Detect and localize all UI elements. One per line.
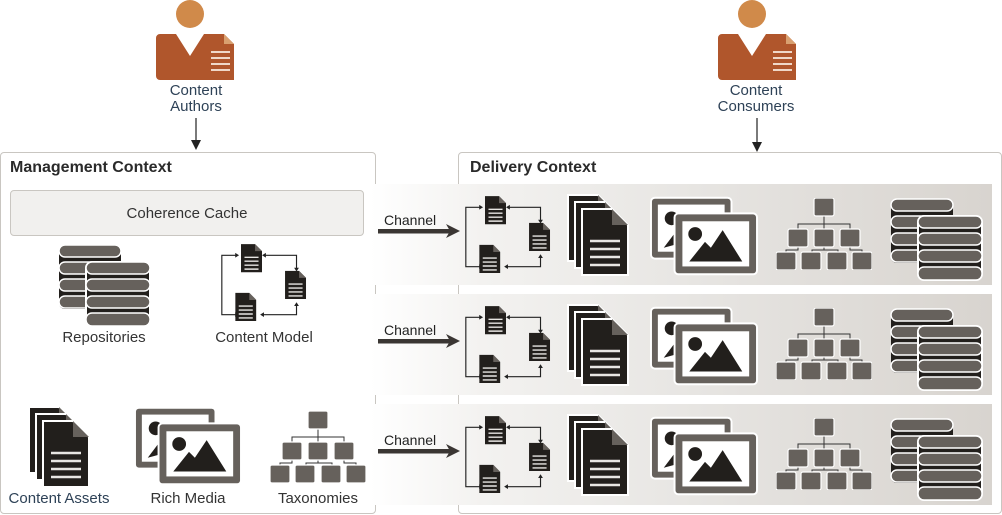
user-document-icon: [718, 0, 798, 80]
management-context-title: Management Context: [10, 159, 172, 176]
documents-icon: [566, 303, 630, 387]
images-icon: [650, 306, 758, 386]
channel-label: Channel: [384, 212, 437, 228]
documents-icon: [27, 405, 91, 489]
delivery-context-title: Delivery Context: [470, 159, 597, 176]
actor-label-consumers: Content Consumers: [706, 83, 806, 115]
actor-label-authors: Content Authors: [146, 83, 246, 115]
coherence-cache-box: Coherence Cache: [10, 190, 364, 236]
content-model-icon: [218, 242, 308, 326]
taxonomy-icon: [776, 198, 872, 270]
images-icon: [650, 416, 758, 496]
repositories-label: Repositories: [62, 329, 146, 346]
channel-label: Channel: [384, 432, 437, 448]
images-icon: [134, 406, 242, 486]
actor-label-line: Consumers: [717, 98, 795, 115]
actor-content-authors: [156, 0, 236, 80]
database-icon: [890, 198, 984, 282]
channel-arrow-icon: [378, 334, 462, 348]
documents-icon: [566, 193, 630, 277]
arrow-down-icon: [191, 118, 201, 150]
database-icon: [58, 244, 152, 328]
content-model-icon: [462, 414, 552, 498]
documents-icon: [566, 413, 630, 497]
content-model-label: Content Model: [215, 329, 313, 346]
taxonomy-icon: [776, 418, 872, 490]
content-model-icon: [462, 194, 552, 278]
arrow-down-icon: [752, 118, 762, 152]
actor-label-line: Content: [729, 82, 783, 99]
coherence-cache-label: Coherence Cache: [126, 204, 248, 222]
taxonomy-icon: [270, 407, 366, 487]
database-icon: [890, 418, 984, 502]
database-icon: [890, 308, 984, 392]
channel-label: Channel: [384, 322, 437, 338]
actor-label-line: Authors: [170, 98, 222, 115]
content-assets-label: Content Assets: [8, 490, 110, 507]
content-model-icon: [462, 304, 552, 388]
actor-content-consumers: [718, 0, 798, 80]
actor-label-line: Content: [169, 82, 223, 99]
rich-media-label: Rich Media: [150, 490, 226, 507]
channel-arrow-icon: [378, 224, 462, 238]
user-document-icon: [156, 0, 236, 80]
channel-arrow-icon: [378, 444, 462, 458]
taxonomies-label: Taxonomies: [277, 490, 359, 507]
images-icon: [650, 196, 758, 276]
taxonomy-icon: [776, 308, 872, 380]
